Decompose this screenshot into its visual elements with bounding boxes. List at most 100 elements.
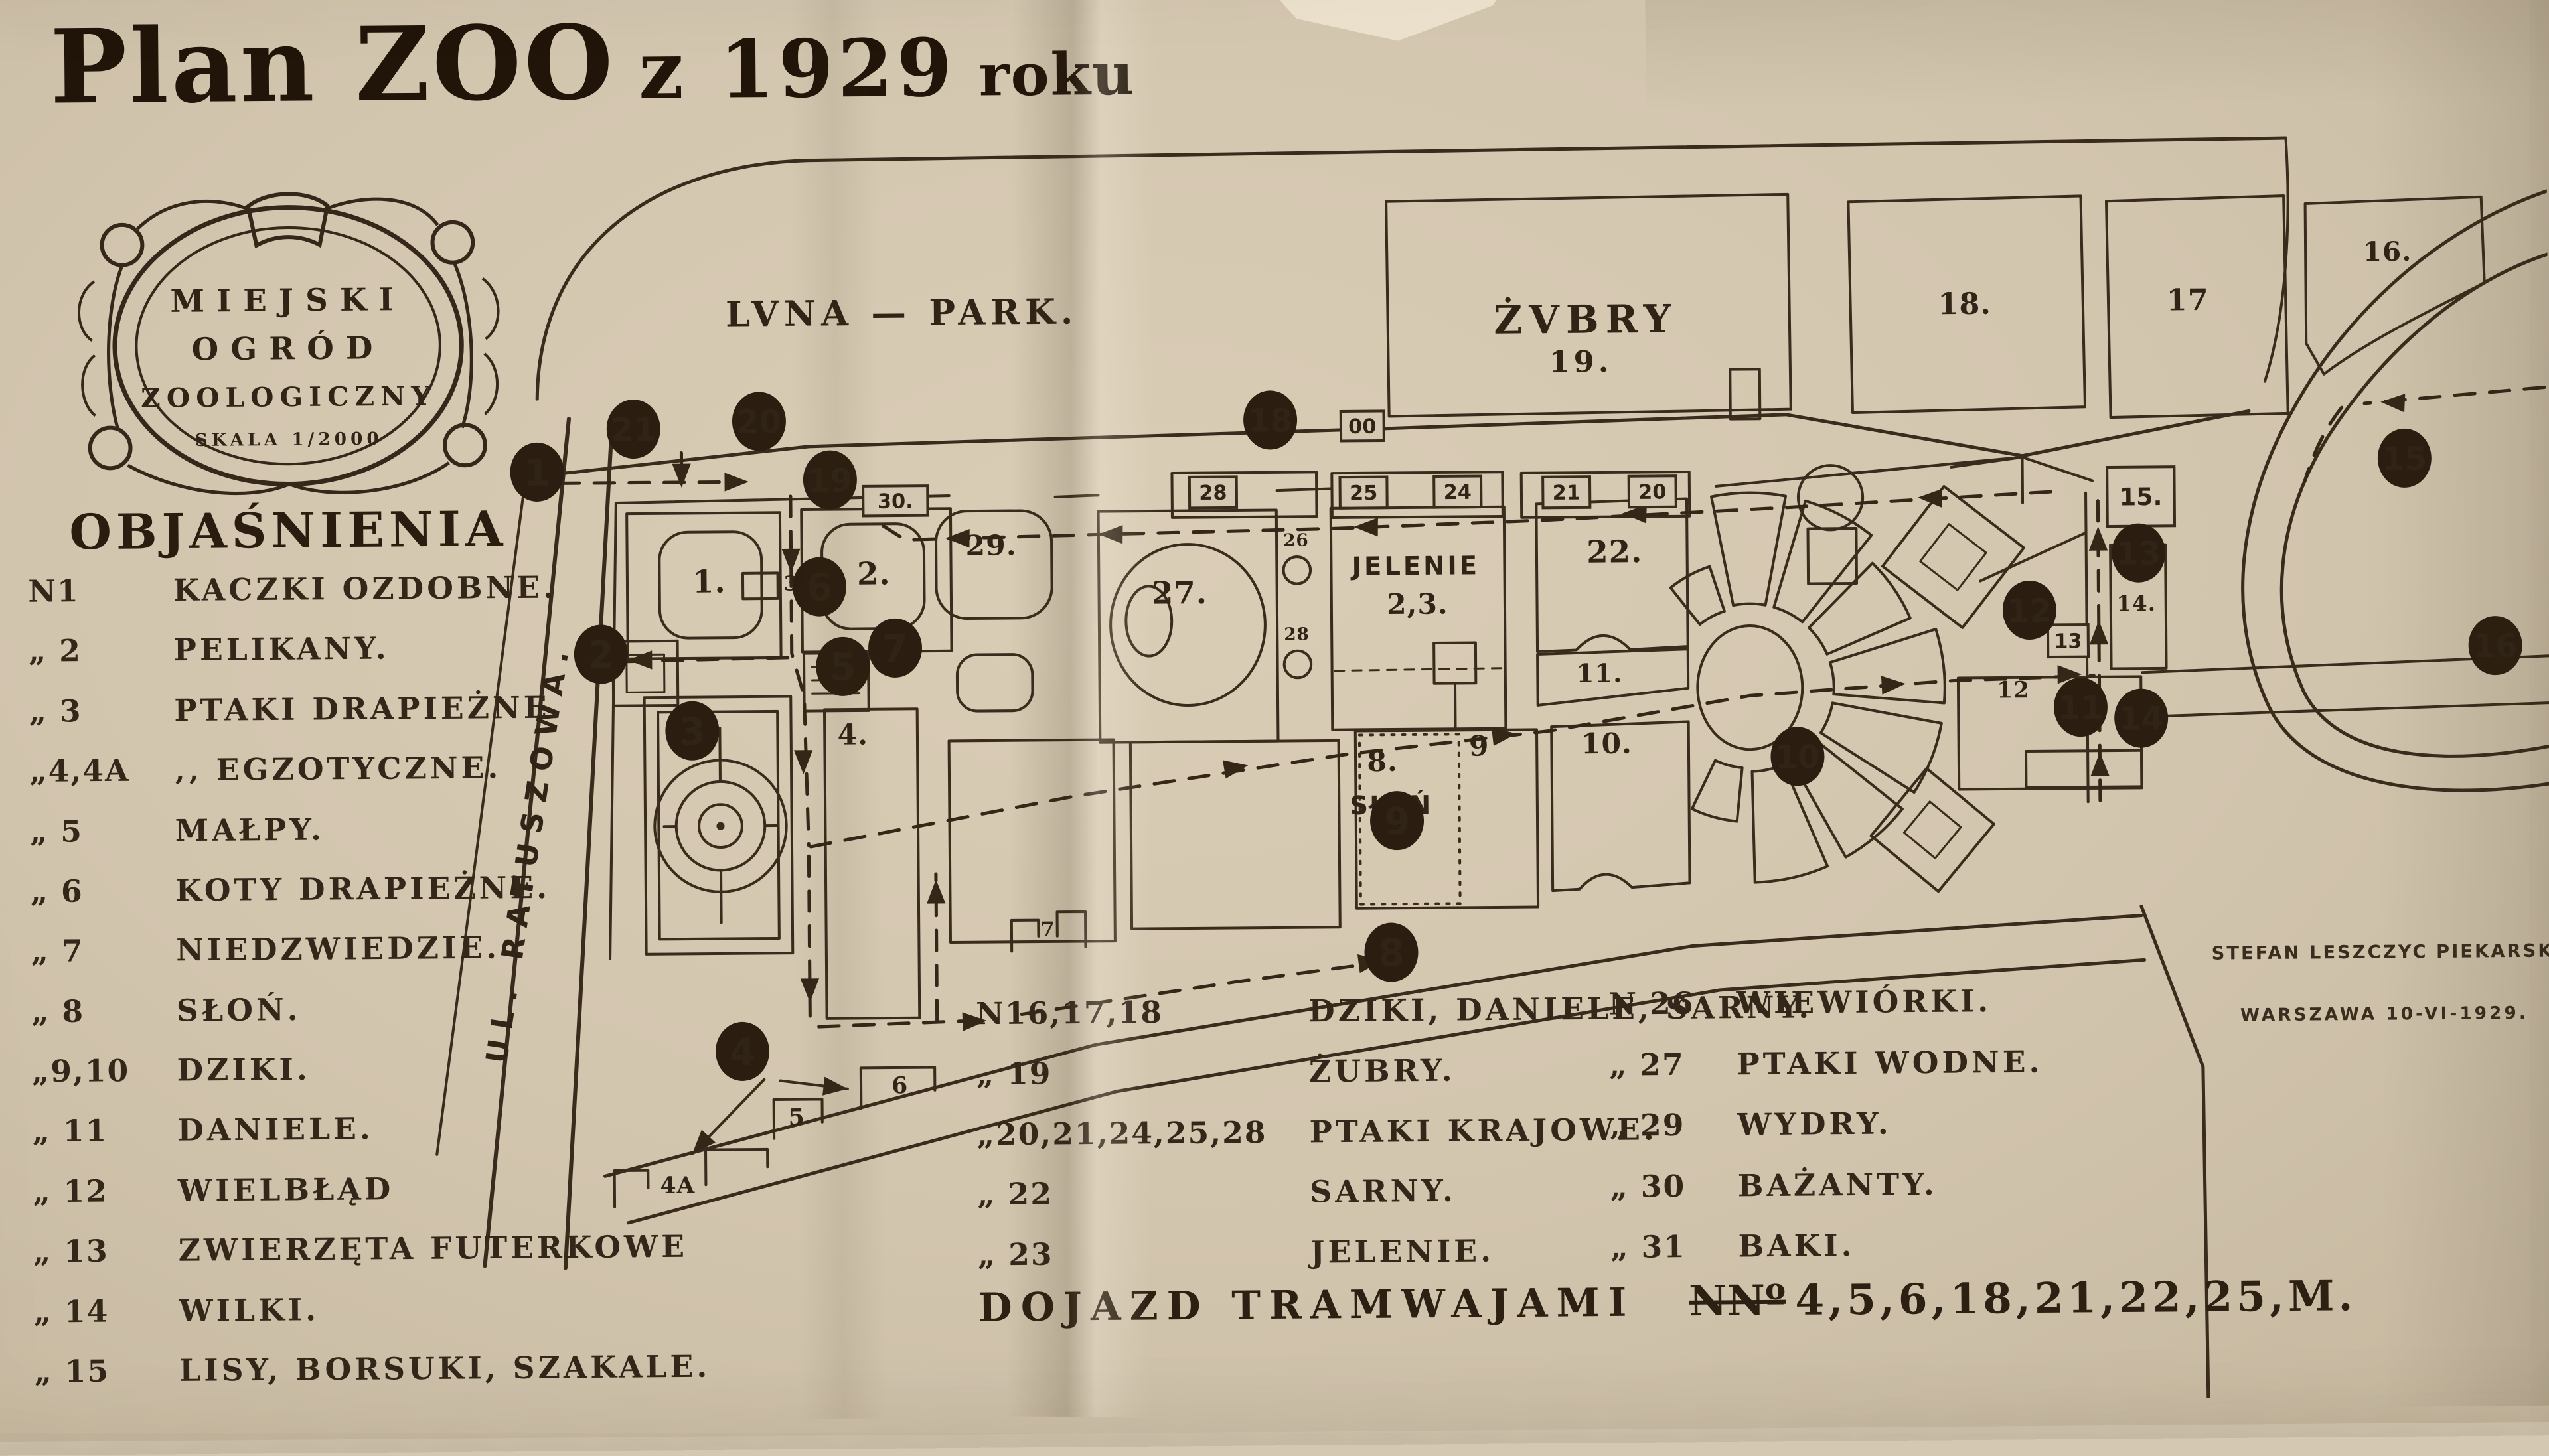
plot-label: 22. [1586, 533, 1642, 570]
map-marker-number: 19 [807, 462, 852, 500]
plot-label: JELENIE [1350, 551, 1480, 582]
map-marker-number: 16 [2473, 628, 2518, 666]
legend-item: „ 15 LISY, BORSUKI, SZAKALE. [34, 1347, 927, 1389]
legend-item-label: SŁOŃ. [177, 991, 301, 1028]
legend-item-label: KACZKI OZDOBNE. [173, 569, 557, 608]
map-marker-number: 11 [2058, 690, 2103, 727]
garden-wedge [1691, 760, 1742, 822]
legend-item-label: ‚‚ EGZOTYCZNE. [175, 750, 502, 788]
legend-item-label: PELIKANY. [173, 630, 389, 668]
building-12 [2026, 751, 2141, 788]
zubry-label: ŻVBRY [1494, 296, 1678, 343]
plot-label: 28 [1284, 624, 1310, 644]
legend-item-number: „ 5 [30, 813, 155, 849]
map-marker-number: 13 [2116, 535, 2161, 573]
legend-item-label: WILKI. [179, 1291, 319, 1328]
map-marker-number: 12 [2007, 593, 2052, 630]
path-junction [1716, 457, 2092, 505]
legend-item-number: „ 2 [29, 632, 154, 669]
legend-item-label: LISY, BORSUKI, SZAKALE. [179, 1348, 711, 1388]
route-arrow [2090, 752, 2110, 776]
legend-item-number: „ 12 [33, 1173, 158, 1209]
plot-label: 26 [1283, 530, 1309, 551]
garden-wedge [1821, 702, 1942, 793]
legend-item-number: N 26 [1608, 985, 1716, 1022]
legend-item-number: „ 23 [978, 1234, 1290, 1272]
legend-item-number: „ 27 [1609, 1046, 1717, 1082]
pavilion-se-inner [1904, 802, 1961, 858]
legend-item-number: N1 [28, 573, 153, 609]
legend-item: „ 3 PTAKI DRAPIEŻNE. [29, 687, 923, 729]
legend-item-number: „9,10 [32, 1053, 157, 1089]
tram-number-prefix: NNº [1689, 1275, 1786, 1325]
map-marker-number: 14 [2119, 700, 2164, 738]
signature: STEFAN LESZCZYC PIEKARSKI. WARSZAWA 10-V… [2212, 940, 2549, 1026]
plot-label: 18. [1938, 287, 1991, 322]
park-outer-boundary [535, 138, 2287, 399]
plot-label: 10. [1581, 727, 1632, 761]
route-arrow [1353, 518, 1378, 537]
pavilion-se [1871, 768, 1994, 891]
wheel-chapel-base [1808, 528, 1857, 584]
legend-item-number: „ 15 [34, 1353, 159, 1390]
legend-item-label: WYDRY. [1737, 1106, 1892, 1142]
legend-item: „ 23 JELENIE. [978, 1232, 1650, 1273]
legend-item-number: „ 29 [1610, 1107, 1717, 1143]
legend-item-label: BAŻANTY. [1738, 1166, 1938, 1203]
box-label: 00 [1348, 415, 1377, 439]
legend-item-label: PTAKI DRAPIEŻNE. [174, 690, 564, 728]
garden-wedge [1670, 567, 1725, 625]
tram-label: DOJAZD TRAMWAJAMI [978, 1279, 1635, 1331]
map-marker-number: 20 [736, 403, 781, 441]
box-label: 13 [2054, 630, 2082, 653]
plot-label: 17 [2166, 283, 2208, 318]
map-marker-number: 8 [1378, 931, 1405, 975]
tram-numbers: 4,5,6,18,21,22,25,M. [1795, 1271, 2356, 1325]
legend-item: N1 KACZKI OZDOBNE. [28, 567, 921, 609]
map-marker-number: 10 [1775, 739, 1820, 776]
legend-item-number: „ 19 [976, 1054, 1289, 1092]
legend-item-number: „ 14 [34, 1293, 159, 1329]
small-pond [957, 654, 1033, 711]
lower-plot-a [949, 740, 1115, 943]
zubry-number: 19. [1549, 344, 1612, 380]
legend-item-label: ŻUBRY. [1309, 1053, 1456, 1089]
legend-item-number: „ 6 [31, 873, 156, 909]
legend-item-label: NIEDZWIEDZIE. [176, 930, 500, 968]
legend-item-number: „20,21,24,25,28 [976, 1114, 1289, 1152]
box-label: 20 [1638, 481, 1667, 504]
legend-item-number: „ 8 [31, 993, 157, 1029]
legend-item-number: „ 3 [29, 693, 155, 729]
legend-item-label: WIEWIÓRKI. [1737, 983, 1992, 1021]
legend-item: „ 29 WYDRY. [1610, 1103, 2242, 1143]
legend-item: „4,4A‚‚ EGZOTYCZNE. [29, 747, 923, 789]
legend-item: „ 14 WILKI. [34, 1287, 927, 1329]
legend-item-number: „ 13 [33, 1233, 159, 1270]
legend-item-number: N16,17,18 [976, 993, 1288, 1031]
box-label: 25 [1350, 482, 1378, 505]
route-arrow [1099, 525, 1123, 544]
cage-28 [1284, 651, 1312, 678]
plot-label: 11. [1576, 659, 1622, 690]
plot-label: 29. [965, 529, 1016, 563]
route-arrow [927, 879, 946, 904]
legend-item-number: „ 31 [1610, 1228, 1718, 1265]
route-arrow [2380, 392, 2406, 412]
legend-list: N1 KACZKI OZDOBNE. „ 2 PELIKANY. „ 3 PTAKI DR… [28, 567, 928, 1390]
route-arrow [672, 463, 691, 488]
legend-item-label: ZWIERZĘTA FUTERKOWE [179, 1228, 688, 1268]
legend-item-label: JELENIE. [1310, 1233, 1494, 1270]
legend-heading: OBJAŚNIENIA [69, 500, 508, 560]
box-label: 28 [1199, 482, 1227, 505]
